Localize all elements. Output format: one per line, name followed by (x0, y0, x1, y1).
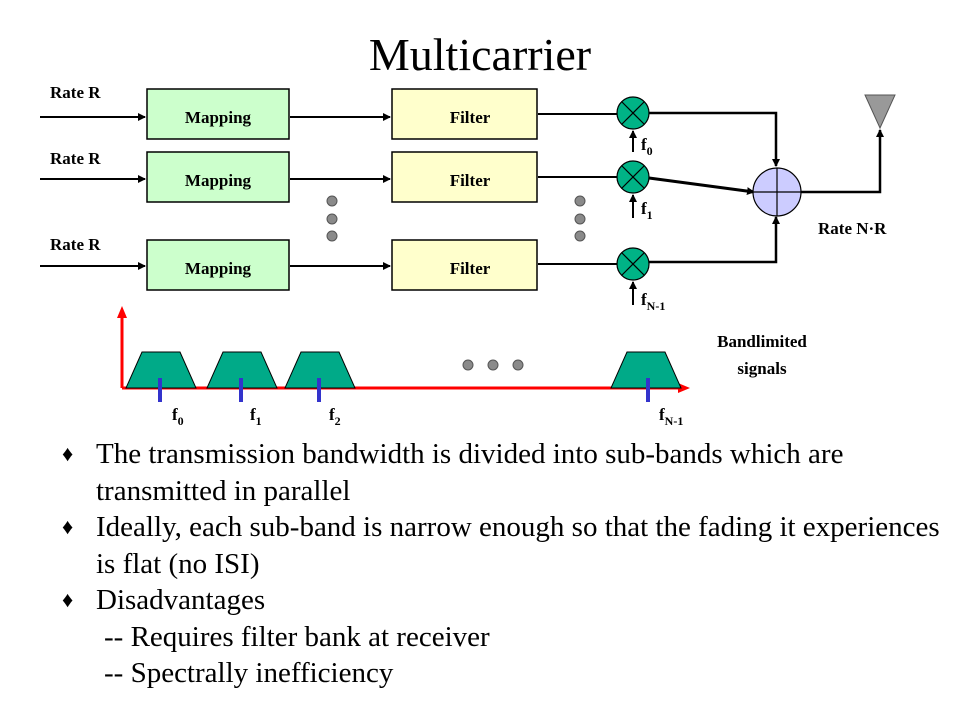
ellipsis-filter (574, 195, 586, 242)
spectrum-ellipsis (462, 359, 524, 371)
bullet-text-3: Disadvantages (96, 584, 266, 616)
bullet-item-3: ♦ Disadvantages (62, 582, 942, 619)
mapping-block-2: Mapping (146, 151, 290, 203)
filter-label-1: Filter (450, 108, 491, 127)
mixer-3 (616, 247, 650, 281)
mixer-1 (616, 96, 650, 130)
bullet-list: ♦ The transmission bandwidth is divided … (62, 436, 942, 692)
spectrum-label-f2: f2 (329, 405, 341, 428)
spectrum-label-fN1: fN-1 (659, 405, 683, 428)
bandlimited-label-line1: Bandlimited (717, 332, 807, 351)
sub-bullet-2: -- Spectrally inefficiency (104, 657, 394, 689)
filter-label-2: Filter (450, 171, 491, 190)
filter-block-1: Filter (391, 88, 538, 140)
mapping-label-3: Mapping (185, 259, 252, 278)
bullet-text-1: The transmission bandwidth is divided in… (96, 438, 844, 507)
carrier-label-fN1: fN-1 (641, 290, 665, 313)
diamond-bullet-icon: ♦ (62, 587, 74, 612)
rate-label-2: Rate R (50, 149, 101, 168)
mixer-summer-path-1 (649, 111, 780, 167)
multicarrier-block-diagram: Rate R Rate R Rate R Mapping Mapping Map… (40, 83, 896, 428)
mapping-block-1: Mapping (146, 88, 290, 140)
mapping-block-3: Mapping (146, 239, 290, 291)
sub-bullet-1: -- Requires filter bank at receiver (104, 620, 490, 653)
filter-block-3: Filter (391, 239, 538, 291)
output-rate-label: Rate N·R (818, 219, 887, 238)
rate-label-3: Rate R (50, 235, 101, 254)
bullet-text-2: Ideally, each sub-band is narrow enough … (96, 511, 940, 580)
mixer-summer-path-3 (649, 216, 780, 264)
subband-trapezoid-f2 (284, 351, 356, 389)
bandlimited-label-line2: signals (737, 359, 787, 378)
bullet-item-2: ♦ Ideally, each sub-band is narrow enoug… (62, 509, 942, 582)
subband-trapezoid-f1 (206, 351, 278, 389)
page-title: Multicarrier (368, 29, 592, 80)
mapping-label-1: Mapping (185, 108, 252, 127)
mapping-label-2: Mapping (185, 171, 252, 190)
bullet-item-1: ♦ The transmission bandwidth is divided … (62, 436, 942, 509)
diamond-bullet-icon: ♦ (62, 514, 74, 539)
subband-trapezoid-f0 (125, 351, 197, 389)
carrier-label-f0: f0 (641, 135, 653, 158)
spectrum-label-f1: f1 (250, 405, 262, 428)
ellipsis-mapping (326, 195, 338, 242)
antenna-icon (864, 94, 896, 130)
filter-block-2: Filter (391, 151, 538, 203)
rate-label-1: Rate R (50, 83, 101, 102)
filter-label-3: Filter (450, 259, 491, 278)
mixer-2 (616, 160, 650, 194)
summer-antenna-path (801, 129, 884, 194)
diamond-bullet-icon: ♦ (62, 441, 74, 466)
subband-trapezoid-fN1 (610, 351, 682, 389)
spectrum-label-f0: f0 (172, 405, 184, 428)
carrier-label-f1: f1 (641, 199, 653, 222)
mixer-summer-path-2 (648, 176, 755, 196)
summer (752, 167, 802, 217)
